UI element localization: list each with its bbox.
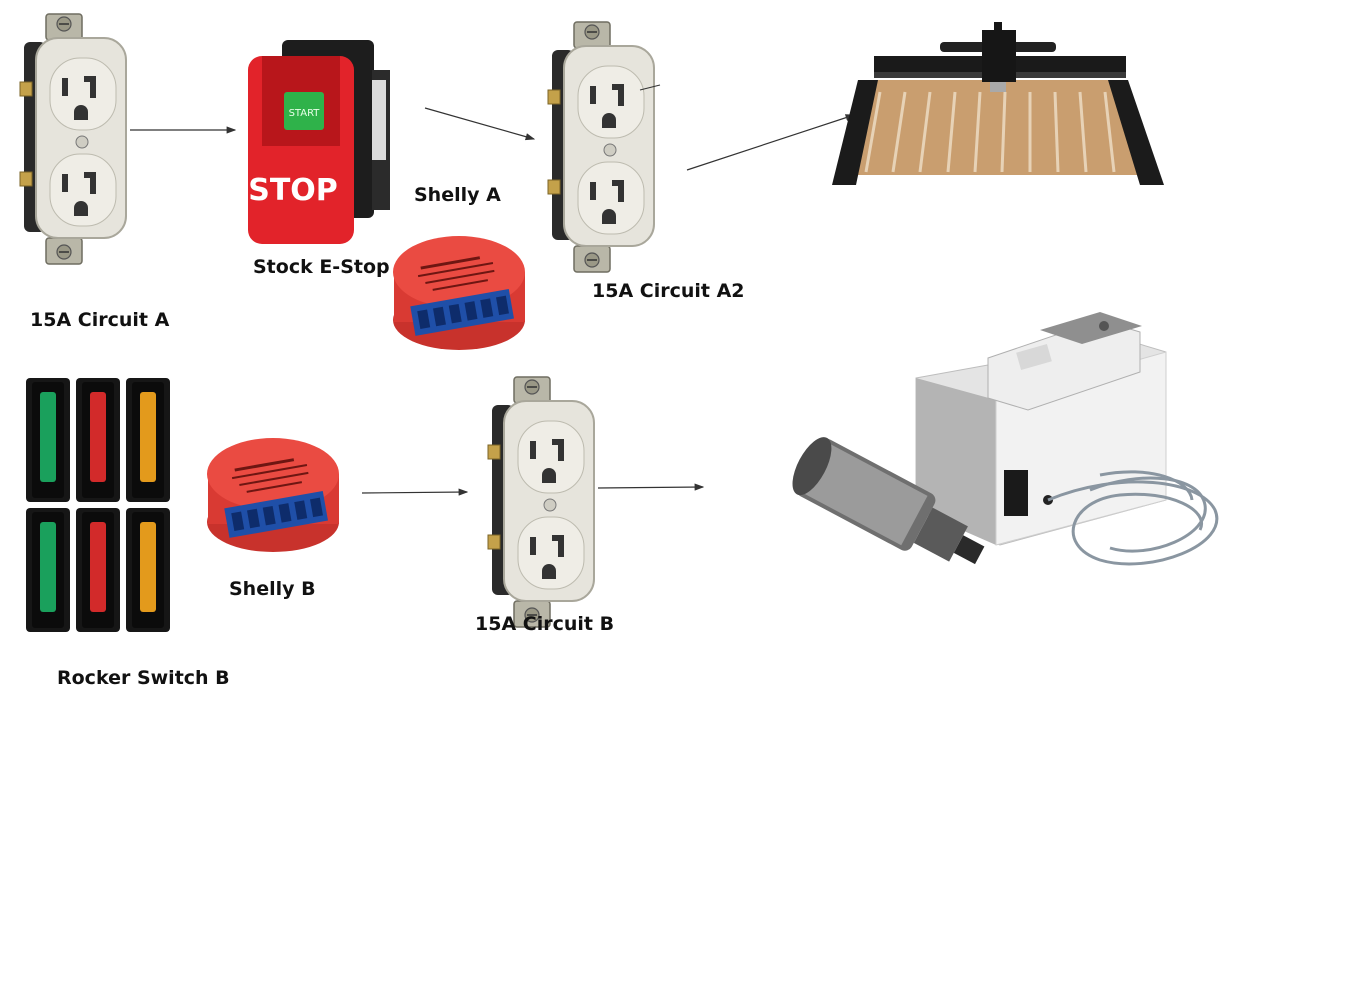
connector-arrow	[597, 483, 705, 491]
estop-switch-icon: START STOP	[248, 40, 390, 244]
shelly-relay-icon	[393, 236, 525, 350]
stop-text: STOP	[248, 173, 338, 208]
label-rocker-b: Rocker Switch B	[57, 667, 230, 689]
connector-arrow	[424, 107, 536, 141]
outlet-icon	[547, 21, 655, 273]
rocker-switches-icon	[26, 378, 170, 632]
outlet-icon	[487, 376, 595, 628]
label-estop: Stock E-Stop	[253, 256, 390, 278]
start-button-text: START	[289, 108, 321, 119]
label-circuit-b: 15A Circuit B	[475, 613, 615, 635]
spindle-vfd-icon	[792, 312, 1219, 566]
outlet-icon	[19, 13, 127, 265]
connector-arrow	[361, 488, 469, 496]
label-shelly-a: Shelly A	[414, 184, 501, 206]
cnc-machine-icon	[832, 22, 1164, 185]
connector-arrow	[686, 114, 856, 171]
label-circuit-a2: 15A Circuit A2	[592, 280, 745, 302]
label-shelly-b: Shelly B	[229, 578, 316, 600]
label-circuit-a: 15A Circuit A	[30, 309, 170, 331]
shelly-relay-icon	[207, 438, 339, 552]
